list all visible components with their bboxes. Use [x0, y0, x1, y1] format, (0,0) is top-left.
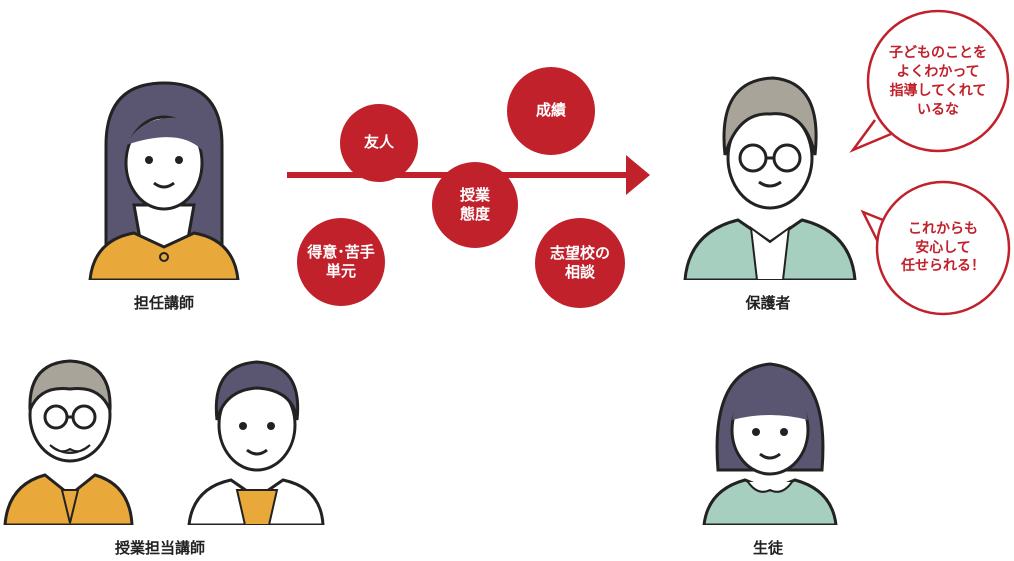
class-teachers-label: 授業担当講師 — [114, 539, 205, 557]
class-teacher-older-illustration — [3, 359, 134, 525]
topic-class-attitude: 授業 態度 — [432, 162, 518, 248]
speech-top-text: 子どものことを よくわかって 指導してくれて いるな — [889, 45, 987, 118]
topic-school-choice: 志望校の 相談 — [535, 218, 625, 308]
guardian-label: 保護者 — [745, 294, 791, 312]
homeroom-teacher-illustration — [88, 81, 240, 280]
speech-bubble-bottom-shape — [860, 180, 1011, 316]
guardian-illustration — [683, 76, 857, 280]
speech-bubble-top-shape — [849, 9, 1010, 153]
class-teacher-young-illustration — [187, 360, 325, 525]
speech-bottom-text: これからも 安心して 任せられる！ — [901, 220, 985, 275]
homeroom-teacher-label: 担任講師 — [133, 294, 194, 312]
student-label: 生徒 — [752, 539, 783, 557]
student-illustration — [702, 362, 838, 525]
topic-strong-weak-units: 得意･苦手 単元 — [297, 218, 385, 306]
topic-grades: 成績 — [507, 67, 595, 155]
topic-friends: 友人 — [340, 104, 418, 182]
